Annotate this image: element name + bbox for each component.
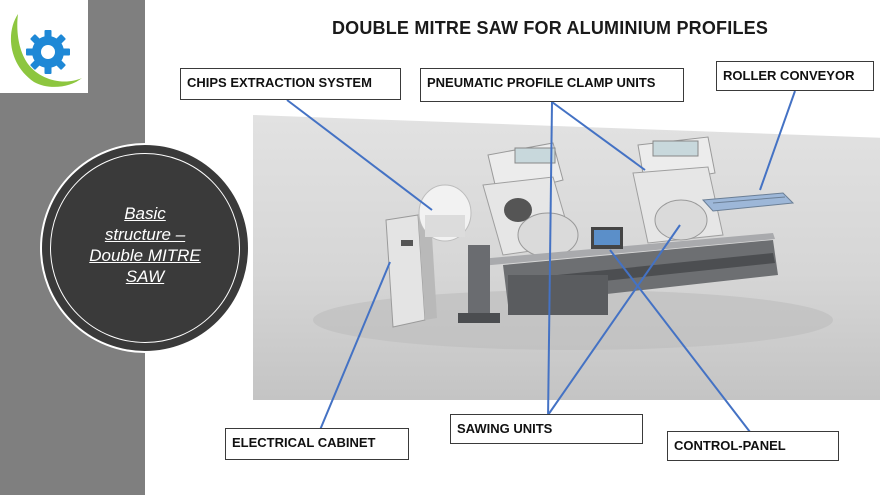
- label-electrical-cabinet: ELECTRICAL CABINET: [225, 428, 409, 460]
- label-roller-conveyor: ROLLER CONVEYOR: [716, 61, 874, 91]
- circle-line-4: SAW: [125, 267, 165, 286]
- label-sawing-units: SAWING UNITS: [450, 414, 643, 444]
- gear-logo-icon: [10, 14, 83, 87]
- basic-structure-circle: Basic structure – Double MITRE SAW: [40, 143, 250, 353]
- page-title: DOUBLE MITRE SAW FOR ALUMINIUM PROFILES: [331, 18, 769, 38]
- circle-caption: Basic structure – Double MITRE SAW: [72, 203, 218, 287]
- label-control-panel: CONTROL-PANEL: [667, 431, 839, 461]
- label-chips-extraction: CHIPS EXTRACTION SYSTEM: [180, 68, 401, 100]
- circle-line-3: Double MITRE: [89, 246, 201, 265]
- logo: [0, 0, 88, 93]
- label-pneumatic-clamp: PNEUMATIC PROFILE CLAMP UNITS: [420, 68, 684, 102]
- circle-inner-ring: [50, 153, 240, 343]
- circle-line-1: Basic: [124, 204, 166, 223]
- circle-line-2: structure –: [104, 225, 186, 244]
